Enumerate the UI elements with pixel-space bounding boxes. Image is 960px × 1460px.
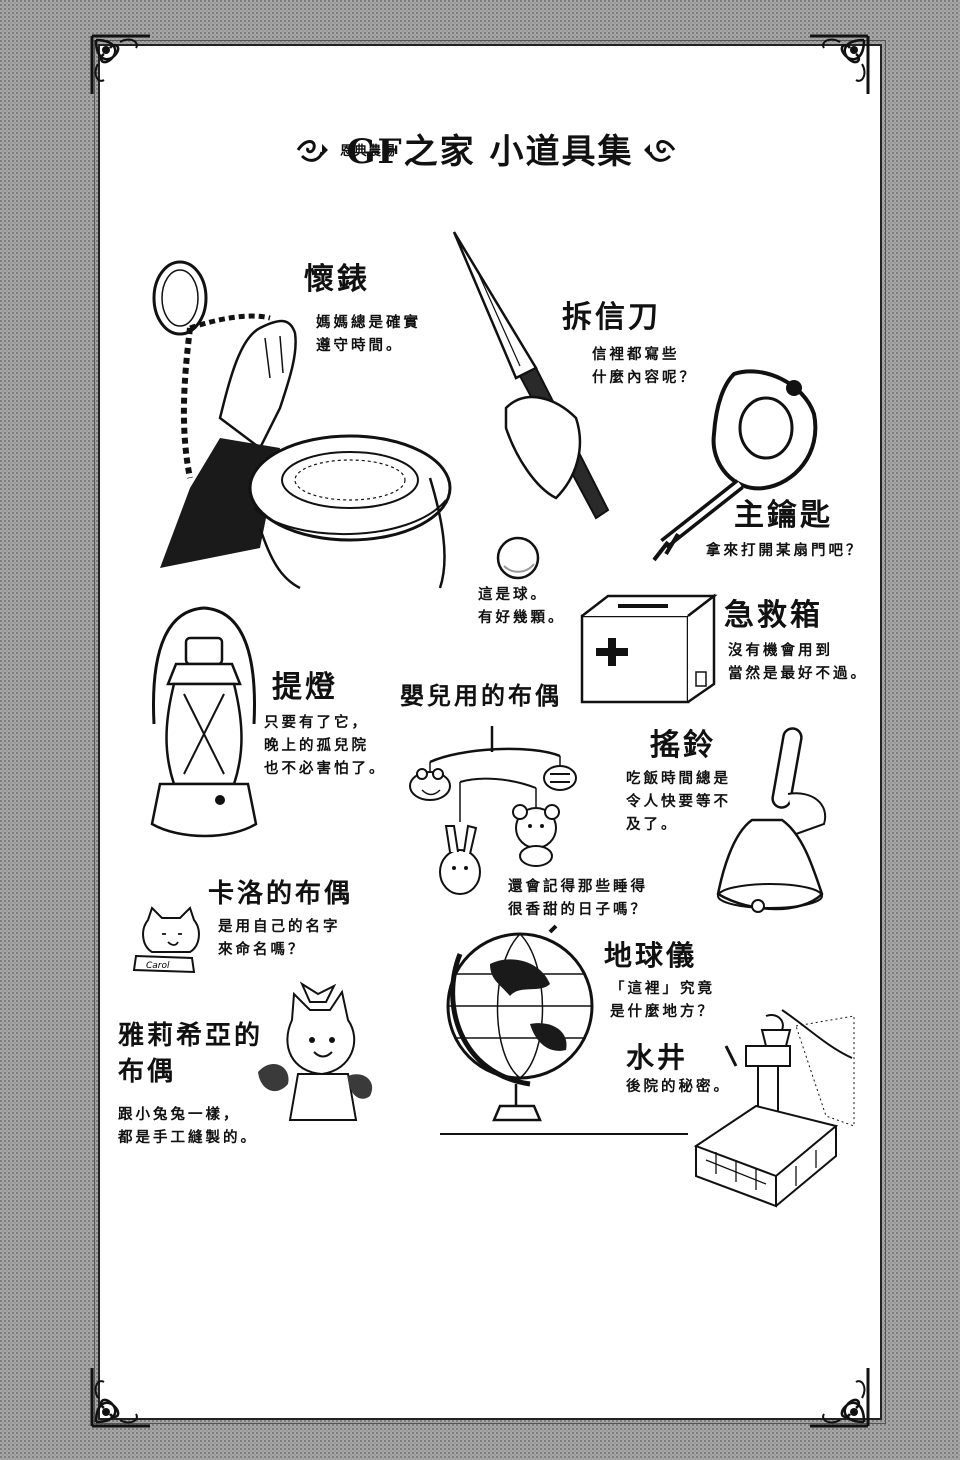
pocket-watch-desc-line: 遵守時間。 [316,338,404,354]
first-aid-kit-desc-line: 沒有機會用到 [728,643,833,659]
hand-bell-illustration [716,727,827,913]
marya-doll-desc-line: 跟小兔兔一樣， [118,1107,241,1123]
carol-doll-label: 卡洛的布偶 [208,879,354,909]
master-key-illustration [652,369,818,562]
master-key-label: 主鑰匙 [734,498,833,533]
corner-ornament-top-right [810,34,870,94]
globe-desc-line: 「這裡」究竟 [610,981,715,997]
letter-opener-description: 信裡都寫些 什麼內容呢？ [592,344,697,390]
carol-doll-tag: Carol [146,961,170,971]
baby-mobile-desc-line: 很香甜的日子嗎？ [508,902,648,918]
marya-doll-illustration [258,981,373,1121]
well-desc-line: 後院的秘密。 [626,1079,731,1095]
carol-doll-desc-line: 是用自己的名字 [218,919,341,935]
hand-bell-desc-line: 吃飯時間總是 [626,771,731,787]
ball-illustration [496,536,540,580]
marya-doll-label-line: 雅莉希亞的 [118,1021,264,1051]
carol-doll-illustration: Carol [132,906,200,974]
first-aid-kit-label: 急救箱 [724,598,823,633]
lantern-description: 只要有了它， 晚上的孤兒院 也不必害怕了。 [264,712,387,781]
pocket-watch-illustration [152,260,452,590]
hand-bell-desc-line: 令人快要等不 [626,794,731,810]
lantern-illustration [150,606,258,838]
title-ornament-right [644,140,676,162]
page-title: GF之家 小道具集 [300,128,680,176]
marya-doll-label: 雅莉希亞的 布偶 [118,1018,263,1090]
hand-bell-label: 搖鈴 [650,728,716,763]
baby-mobile-description: 還會記得那些睡得 很香甜的日子嗎？ [508,876,648,922]
baby-mobile-illustration [409,726,577,895]
globe-desc-line: 是什麼地方？ [610,1004,715,1020]
hand-bell-desc-line: 及了。 [626,817,679,833]
baby-mobile-desc-line: 還會記得那些睡得 [508,879,648,895]
first-aid-kit-illustration [580,593,718,704]
first-aid-kit-desc-line: 當然是最好不過。 [728,666,868,682]
baby-mobile-label: 嬰兒用的布偶 [400,682,562,710]
lantern-label: 提燈 [272,670,338,705]
well-description: 後院的秘密。 [626,1076,731,1099]
first-aid-kit-description: 沒有機會用到 當然是最好不過。 [728,640,868,686]
title-ornament-left [296,140,328,162]
marya-doll-description: 跟小兔兔一樣， 都是手工縫製的。 [118,1104,258,1150]
corner-ornament-bottom-left [90,1368,150,1428]
globe-label: 地球儀 [604,939,698,972]
well-label: 水井 [626,1041,689,1074]
well-illustration [693,1009,855,1208]
carol-doll-desc-line: 來命名嗎？ [218,942,306,958]
letter-opener-desc-line: 信裡都寫些 [592,347,680,363]
corner-ornament-top-left [90,34,150,94]
pocket-watch-desc-line: 媽媽總是確實 [316,315,421,331]
ball-description: 這是球。 有好幾顆。 [478,584,566,630]
lantern-desc-line: 也不必害怕了。 [264,761,387,777]
master-key-description: 拿來打開某扇門吧？ [706,540,864,563]
page-subtitle: 恩典農場 [340,144,397,159]
pocket-watch-description: 媽媽總是確實 遵守時間。 [316,312,421,358]
marya-doll-desc-line: 都是手工縫製的。 [118,1130,258,1146]
ball-desc-line: 這是球。 [478,587,548,603]
page-title-text: GF之家 小道具集 [346,132,634,172]
letter-opener-desc-line: 什麼內容呢？ [592,370,697,386]
marya-doll-label-line: 布偶 [118,1057,177,1087]
ball-desc-line: 有好幾顆。 [478,610,566,626]
lantern-desc-line: 只要有了它， [264,715,369,731]
corner-ornament-bottom-right [810,1368,870,1428]
hand-bell-description: 吃飯時間總是 令人快要等不 及了。 [626,768,731,837]
letter-opener-illustration [452,231,610,520]
carol-doll-description: 是用自己的名字 來命名嗎？ [218,916,341,962]
lantern-desc-line: 晚上的孤兒院 [264,738,369,754]
master-key-desc-line: 拿來打開某扇門吧？ [706,543,864,559]
globe-illustration [440,924,688,1135]
globe-description: 「這裡」究竟 是什麼地方？ [610,978,715,1024]
pocket-watch-label: 懷錶 [304,262,370,297]
letter-opener-label: 拆信刀 [562,300,661,335]
